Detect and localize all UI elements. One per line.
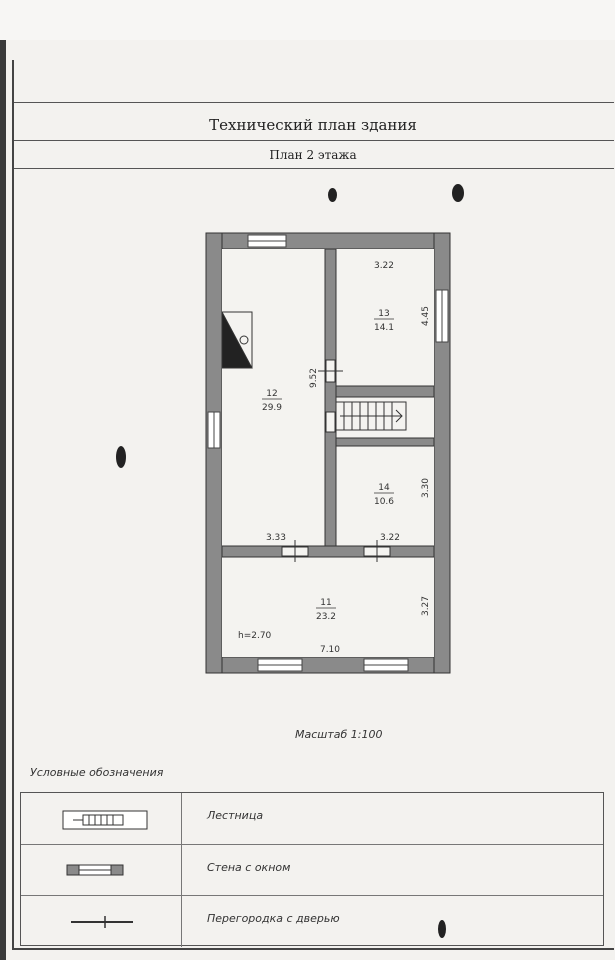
dim-total-width: 7.10	[320, 645, 340, 655]
legend-title: Условные обозначения	[30, 766, 164, 779]
room-11-number: 11	[320, 598, 331, 608]
ink-blot	[116, 446, 126, 468]
partition-door-icon	[71, 916, 133, 928]
room-12-area: 29.9	[262, 403, 282, 413]
doors	[281, 359, 391, 562]
floor-plan: 12 29.9 13 14.1 14 10.6 11 23.2 3.22 4.4…	[205, 232, 451, 674]
wall-window-icon	[66, 864, 124, 876]
legend-row: Лестница	[21, 793, 603, 844]
ink-blot	[452, 184, 464, 202]
dim-room11-height: 3.27	[421, 596, 431, 616]
dim-left-height: 9.52	[309, 368, 319, 388]
stair	[335, 401, 407, 431]
document-frame	[12, 60, 614, 950]
stove	[221, 311, 253, 369]
legend-table: Лестница Стена с окном Перегородка с две…	[20, 792, 604, 947]
header-rule-bottom	[14, 168, 614, 169]
room-12-number: 12	[266, 389, 277, 399]
ink-blot	[438, 920, 446, 938]
legend-separator	[181, 896, 182, 947]
legend-row: Стена с окном	[21, 844, 603, 896]
legend-label-stair: Лестница	[207, 809, 264, 822]
ceiling-height: h=2.70	[238, 631, 272, 641]
legend-label-wall-window: Стена с окном	[207, 861, 291, 874]
room-14-number: 14	[378, 483, 390, 493]
room-13-area: 14.1	[374, 323, 394, 333]
legend-row: Перегородка с дверью	[21, 895, 603, 947]
dim-room14-height: 3.30	[421, 478, 431, 498]
windows	[207, 234, 449, 672]
dim-room13-height: 4.45	[421, 306, 431, 326]
header-rule-middle	[14, 140, 614, 141]
document-subtitle: План 2 этажа	[269, 148, 357, 162]
scale-label: Масштаб 1:100	[295, 728, 383, 741]
header-rule-top	[14, 102, 614, 103]
ink-blot	[328, 188, 337, 202]
top-strip	[0, 0, 615, 40]
dim-top-right-width: 3.22	[374, 261, 394, 271]
stair-icon	[62, 810, 148, 830]
legend-separator	[181, 845, 182, 896]
room-14-area: 10.6	[374, 497, 394, 507]
legend-label-partition-door: Перегородка с дверью	[207, 912, 340, 925]
dim-bottom-right-width: 3.22	[380, 533, 400, 543]
dim-bottom-left-width: 3.33	[266, 533, 286, 543]
document-title: Технический план здания	[209, 116, 417, 134]
room-13-number: 13	[378, 309, 389, 319]
legend-separator	[181, 793, 182, 844]
interior-walls	[221, 248, 435, 558]
room-11-area: 23.2	[316, 612, 336, 622]
